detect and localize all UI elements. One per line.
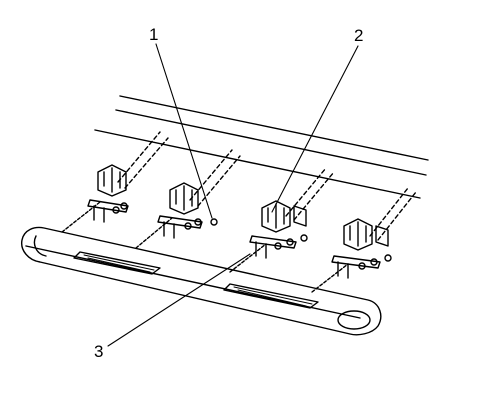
bracket-assembly-1: [61, 131, 169, 233]
running-board: [21, 226, 382, 336]
callout-3: 3: [94, 342, 104, 361]
leader-lines: [107, 43, 359, 347]
bracket-assembly-4: [311, 187, 417, 293]
step-pad-left: [73, 251, 161, 275]
callout-2: 2: [354, 26, 364, 45]
leader-line-1: [155, 43, 213, 219]
leader-line-2: [271, 45, 359, 213]
callout-1: 1: [149, 25, 159, 44]
bracket-assembly-2: [135, 149, 241, 249]
leader-line-3: [107, 253, 251, 347]
bracket-assembly-3: [229, 167, 335, 273]
step-pad-right: [223, 283, 319, 309]
vehicle-body-lines: [94, 95, 429, 199]
